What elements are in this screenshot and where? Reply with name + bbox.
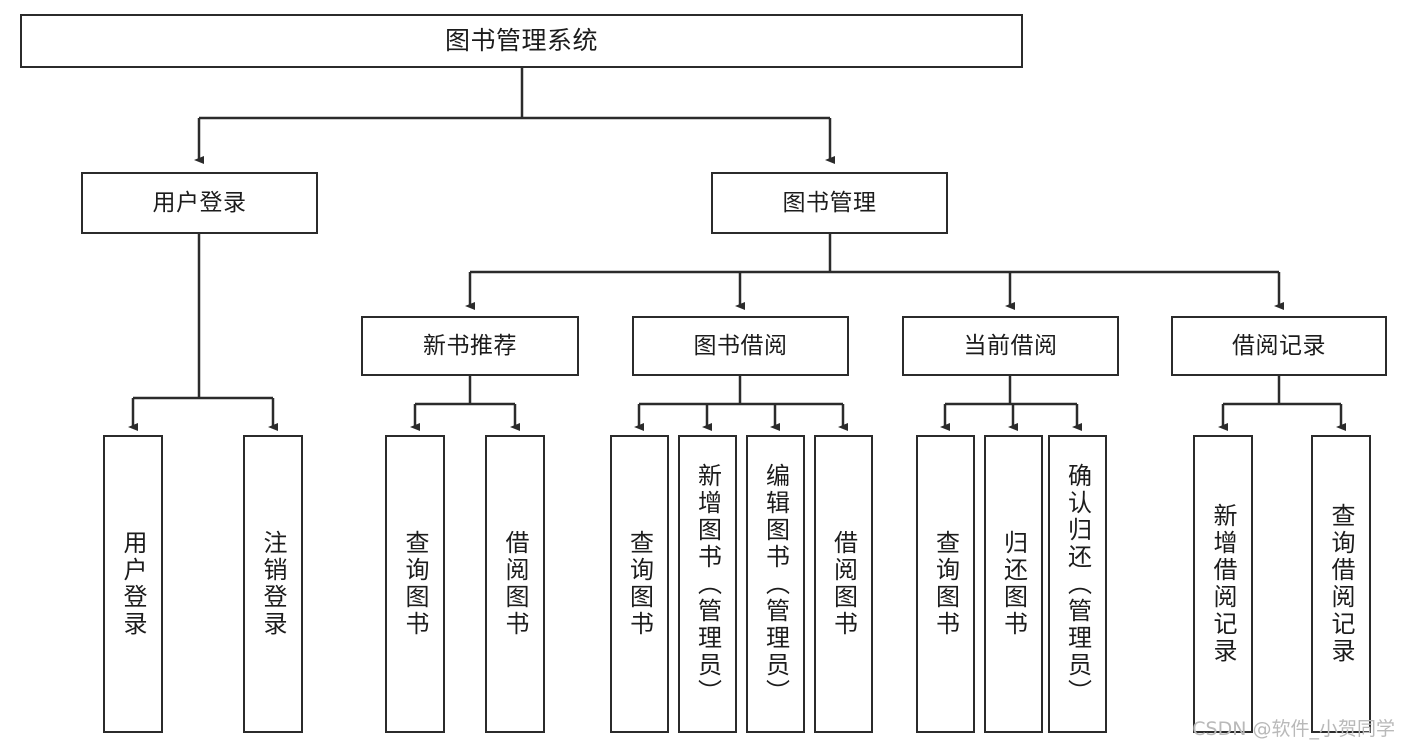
node-user-login[interactable]: 用户登录 (81, 172, 318, 234)
leaf-current-confirm-return[interactable]: 确认归还（管理员） (1048, 435, 1107, 733)
leaf-user-login-signin[interactable]: 用户登录 (103, 435, 163, 733)
node-label: 用户登录 (152, 189, 247, 216)
leaf-current-query-book[interactable]: 查询图书 (916, 435, 975, 733)
leaf-borrow-add-book[interactable]: 新增图书（管理员） (678, 435, 737, 733)
leaf-recommend-query-book[interactable]: 查询图书 (385, 435, 445, 733)
node-label: 新书推荐 (423, 332, 517, 359)
node-label: 当前借阅 (963, 332, 1058, 359)
node-current-borrow[interactable]: 当前借阅 (902, 316, 1119, 376)
node-label: 图书管理 (782, 189, 877, 216)
node-label: 借阅图书 (501, 530, 529, 638)
leaf-current-return-book[interactable]: 归还图书 (984, 435, 1043, 733)
node-label: 新增借阅记录 (1209, 503, 1237, 665)
node-label: 查询图书 (931, 530, 960, 638)
leaf-record-query-record[interactable]: 查询借阅记录 (1311, 435, 1371, 733)
node-label: 编辑图书（管理员） (761, 462, 790, 706)
node-label: 新增图书（管理员） (693, 462, 722, 706)
node-label: 查询借阅记录 (1327, 503, 1355, 665)
node-label: 图书管理系统 (444, 25, 598, 55)
node-label: 图书借阅 (693, 332, 788, 359)
node-label: 归还图书 (999, 530, 1028, 638)
node-label: 查询图书 (625, 530, 654, 638)
leaf-record-add-record[interactable]: 新增借阅记录 (1193, 435, 1253, 733)
node-label: 注销登录 (259, 530, 287, 638)
leaf-borrow-query-book[interactable]: 查询图书 (610, 435, 669, 733)
node-label: 用户登录 (119, 530, 147, 638)
node-label: 借阅记录 (1232, 332, 1326, 359)
node-root-system[interactable]: 图书管理系统 (20, 14, 1023, 68)
node-label: 查询图书 (401, 530, 429, 638)
node-book-management[interactable]: 图书管理 (711, 172, 948, 234)
leaf-recommend-borrow-book[interactable]: 借阅图书 (485, 435, 545, 733)
leaf-borrow-borrow-book[interactable]: 借阅图书 (814, 435, 873, 733)
leaf-borrow-edit-book[interactable]: 编辑图书（管理员） (746, 435, 805, 733)
node-new-book-recommend[interactable]: 新书推荐 (361, 316, 579, 376)
node-label: 确认归还（管理员） (1063, 462, 1092, 706)
leaf-user-login-signout[interactable]: 注销登录 (243, 435, 303, 733)
node-label: 借阅图书 (829, 530, 858, 638)
node-book-borrow[interactable]: 图书借阅 (632, 316, 849, 376)
node-borrow-record[interactable]: 借阅记录 (1171, 316, 1387, 376)
watermark: CSDN @软件_小贺同学 (1192, 718, 1395, 740)
